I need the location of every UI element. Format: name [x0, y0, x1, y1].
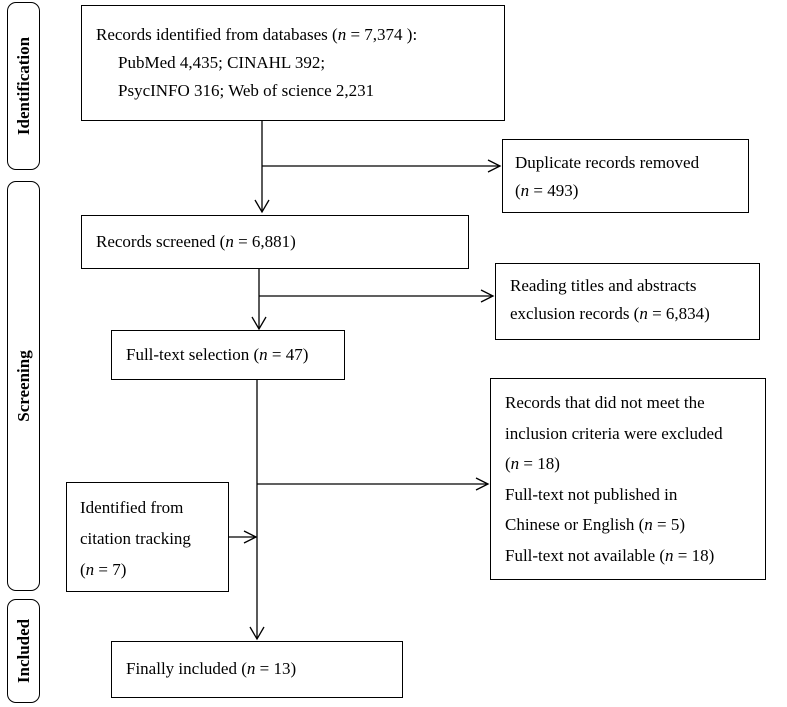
excluded-unavailable-count: Full-text not available (n = 18)	[505, 545, 715, 565]
arrowhead-excluded	[475, 477, 490, 491]
duplicates-removed-label: Duplicate records removed	[515, 153, 700, 172]
arrowhead-screened	[254, 199, 270, 214]
citation-tracking-label-2: citation tracking	[80, 529, 191, 548]
finally-included-box: Finally included (n = 13)	[111, 641, 403, 698]
duplicates-removed-box: Duplicate records removed (n = 493)	[502, 139, 749, 213]
arrowhead-duplicates	[487, 159, 502, 173]
records-screened-label: Records screened (n = 6,881)	[96, 232, 296, 251]
excluded-criteria-label-2: inclusion criteria were excluded	[505, 423, 723, 443]
phase-screening: Screening	[7, 181, 40, 591]
phase-identification: Identification	[7, 2, 40, 170]
arrowhead-final	[249, 626, 265, 641]
arrowhead-title-exclusion	[480, 289, 495, 303]
duplicates-removed-count: (n = 493)	[515, 181, 579, 200]
excluded-language-count: Chinese or English (n = 5)	[505, 515, 686, 534]
records-identified-heading: Records identified from databases (n = 7…	[96, 25, 418, 44]
finally-included-label: Finally included (n = 13)	[126, 659, 297, 678]
citation-tracking-label-1: Identified from	[80, 498, 184, 517]
records-identified-sources-2: PsycINFO 316; Web of science 2,231	[118, 81, 375, 100]
citation-tracking-box: Identified from citation tracking (n = 7…	[66, 482, 229, 592]
fulltext-selection-box: Full-text selection (n = 47)	[111, 330, 345, 380]
arrowhead-citation	[243, 530, 258, 544]
title-abstract-exclusion-box: Reading titles and abstracts exclusion r…	[495, 263, 760, 340]
excluded-criteria-count: (n = 18)	[505, 454, 560, 473]
arrowhead-fulltext	[251, 316, 267, 331]
records-identified-box: Records identified from databases (n = 7…	[81, 5, 505, 121]
records-identified-sources-1: PubMed 4,435; CINAHL 392;	[118, 53, 326, 72]
title-abstract-exclusion-label: Reading titles and abstracts	[510, 276, 697, 295]
fulltext-selection-label: Full-text selection (n = 47)	[126, 345, 309, 364]
records-screened-box: Records screened (n = 6,881)	[81, 215, 469, 269]
title-abstract-exclusion-count: exclusion records (n = 6,834)	[510, 304, 710, 323]
excluded-language-label: Full-text not published in	[505, 484, 678, 504]
excluded-criteria-label-1: Records that did not meet the	[505, 393, 705, 412]
phase-included: Included	[7, 599, 40, 703]
excluded-records-box: Records that did not meet the inclusion …	[490, 378, 766, 580]
citation-tracking-count: (n = 7)	[80, 560, 127, 579]
